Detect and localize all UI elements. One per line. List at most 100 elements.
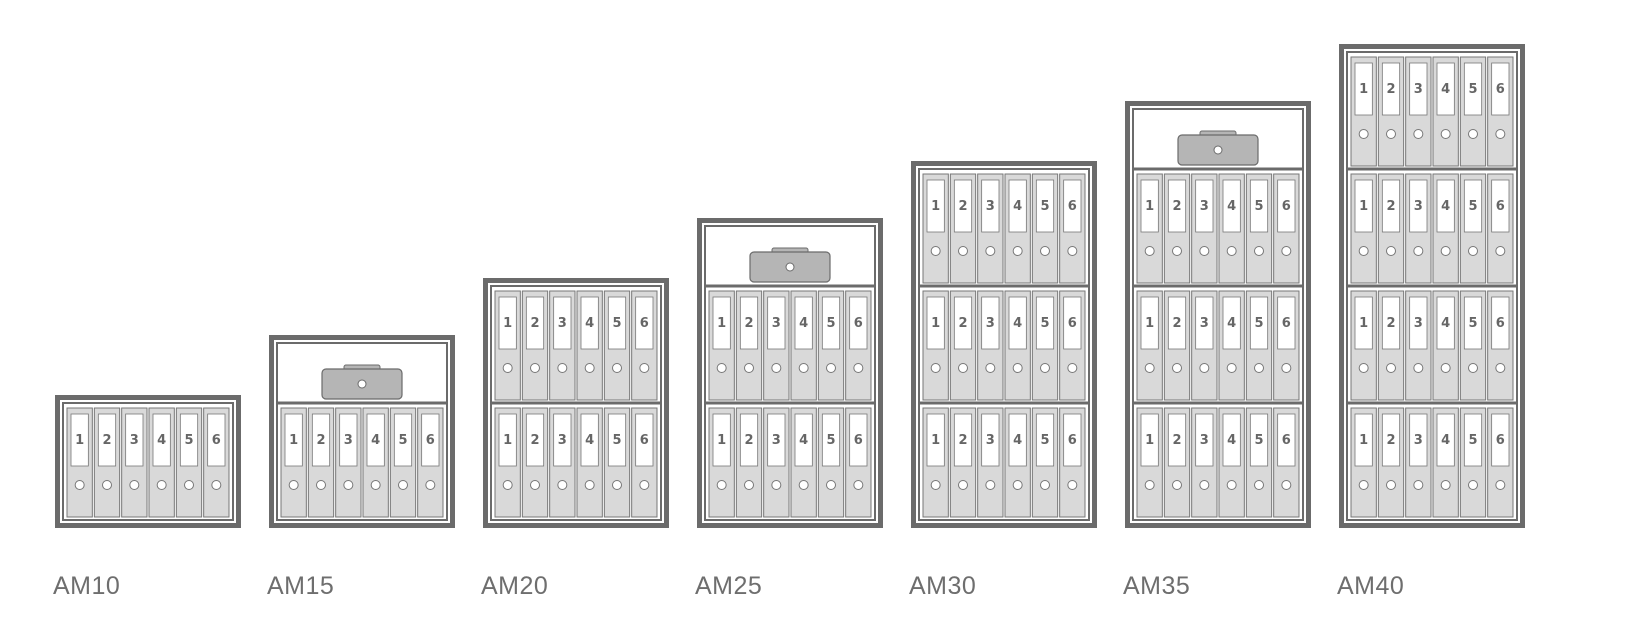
binder-number: 2 [958, 199, 967, 214]
binder-label-box [953, 296, 973, 350]
binder-label-box [767, 413, 786, 467]
binder-number: 3 [1414, 316, 1423, 331]
binder-label-box [393, 413, 413, 467]
binder-finger-hole-icon [1254, 480, 1264, 490]
binder-label-box [284, 413, 303, 467]
binder-label-box [1195, 413, 1214, 467]
binder-number: 3 [1414, 199, 1423, 214]
binder-finger-hole-icon [1495, 480, 1506, 490]
binder-label-box [1195, 179, 1214, 233]
binder-number: 3 [986, 433, 995, 448]
binder-finger-hole-icon [1172, 246, 1182, 256]
model-label: AM10 [53, 572, 121, 600]
binder-number: 3 [1200, 316, 1209, 331]
binder-finger-hole-icon [425, 480, 436, 490]
binder-finger-hole-icon [1144, 246, 1155, 256]
binder-number: 3 [772, 433, 781, 448]
binder-label-box [1381, 413, 1401, 467]
binder-number: 1 [1359, 316, 1368, 331]
binder-number: 2 [744, 316, 753, 331]
binder-finger-hole-icon [584, 480, 595, 490]
binder-label-box [1491, 62, 1510, 116]
binder-label-box [179, 413, 199, 467]
binder-number: 3 [1414, 433, 1423, 448]
binder-finger-hole-icon [156, 480, 167, 490]
binder-label-box [97, 413, 117, 467]
binder-number: 1 [289, 433, 298, 448]
model-label: AM30 [909, 572, 977, 600]
binder-finger-hole-icon [1358, 480, 1369, 490]
binder-finger-hole-icon [1468, 363, 1478, 373]
binder-finger-hole-icon [129, 480, 140, 490]
binder-finger-hole-icon [1067, 246, 1078, 256]
binder-label-box [1063, 296, 1082, 350]
binder-label-box [1491, 413, 1510, 467]
binder-number: 4 [1441, 82, 1450, 97]
binder-finger-hole-icon [853, 480, 864, 490]
model-label: AM25 [695, 572, 763, 600]
binder-label-box [1008, 179, 1027, 233]
binder-finger-hole-icon [288, 480, 299, 490]
binder-number: 3 [1414, 82, 1423, 97]
binder-number: 2 [744, 433, 753, 448]
binder-finger-hole-icon [1012, 246, 1023, 256]
binder-finger-hole-icon [1386, 129, 1396, 139]
binder-label-box [1491, 179, 1510, 233]
binder-number: 4 [371, 433, 380, 448]
cash-box-lock-icon [785, 262, 795, 272]
binder-number: 5 [1254, 316, 1263, 331]
binder-label-box [953, 413, 973, 467]
binder-finger-hole-icon [343, 480, 354, 490]
binder-number: 5 [1254, 433, 1263, 448]
binder-number: 5 [1468, 82, 1477, 97]
binder-label-box [926, 296, 945, 350]
binder-number: 6 [1282, 199, 1291, 214]
binder-finger-hole-icon [798, 363, 809, 373]
binder-label-box [1409, 413, 1428, 467]
binder-finger-hole-icon [1495, 129, 1506, 139]
binder-label-box [311, 413, 331, 467]
binder-number: 3 [344, 433, 353, 448]
binder-number: 2 [1172, 199, 1181, 214]
binder-number: 2 [958, 316, 967, 331]
binder-label-box [1354, 62, 1373, 116]
binder-label-box [1354, 179, 1373, 233]
binder-label-box [607, 413, 627, 467]
binder-label-box [152, 413, 171, 467]
binder-label-box [1249, 179, 1269, 233]
binder-number: 4 [585, 433, 594, 448]
binder-number: 2 [316, 433, 325, 448]
binder-finger-hole-icon [1199, 480, 1210, 490]
cash-box-lock-icon [1213, 145, 1223, 155]
binder-number: 2 [102, 433, 111, 448]
binder-finger-hole-icon [1358, 129, 1369, 139]
binder-finger-hole-icon [1040, 246, 1050, 256]
binder-finger-hole-icon [211, 480, 222, 490]
binder-label-box [821, 413, 841, 467]
binder-label-box [926, 413, 945, 467]
binder-finger-hole-icon [985, 363, 996, 373]
binder-number: 6 [1068, 199, 1077, 214]
binder-finger-hole-icon [1281, 363, 1292, 373]
binder-number: 1 [1145, 316, 1154, 331]
binder-label-box [1249, 413, 1269, 467]
binder-finger-hole-icon [930, 480, 941, 490]
binder-number: 5 [826, 433, 835, 448]
binder-number: 1 [1359, 199, 1368, 214]
binder-number: 2 [1172, 433, 1181, 448]
binder-finger-hole-icon [958, 363, 968, 373]
binder-label-box [739, 296, 759, 350]
binder-finger-hole-icon [958, 480, 968, 490]
binder-number: 5 [612, 433, 621, 448]
binder-number: 1 [931, 199, 940, 214]
binder-label-box [821, 296, 841, 350]
binder-number: 6 [854, 316, 863, 331]
binder-finger-hole-icon [853, 363, 864, 373]
binder-finger-hole-icon [1067, 363, 1078, 373]
binder-number: 6 [1282, 316, 1291, 331]
binder-label-box [1167, 179, 1187, 233]
binder-number: 2 [958, 433, 967, 448]
binder-finger-hole-icon [826, 480, 836, 490]
